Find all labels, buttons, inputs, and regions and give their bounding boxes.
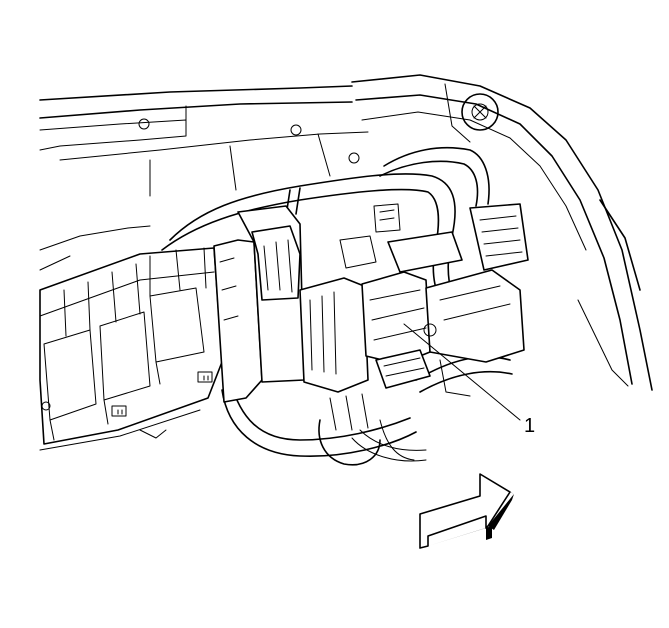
callout-label: 1 — [524, 415, 535, 437]
forward-arrow-icon — [419, 473, 514, 549]
callout-1: 1 — [403, 323, 535, 437]
fender-panel — [351, 74, 653, 391]
cowl-panel — [39, 85, 369, 271]
connector-module — [299, 203, 529, 397]
lower-components — [39, 393, 415, 466]
mounting-bracket — [213, 205, 305, 403]
fuse-block — [39, 247, 223, 445]
